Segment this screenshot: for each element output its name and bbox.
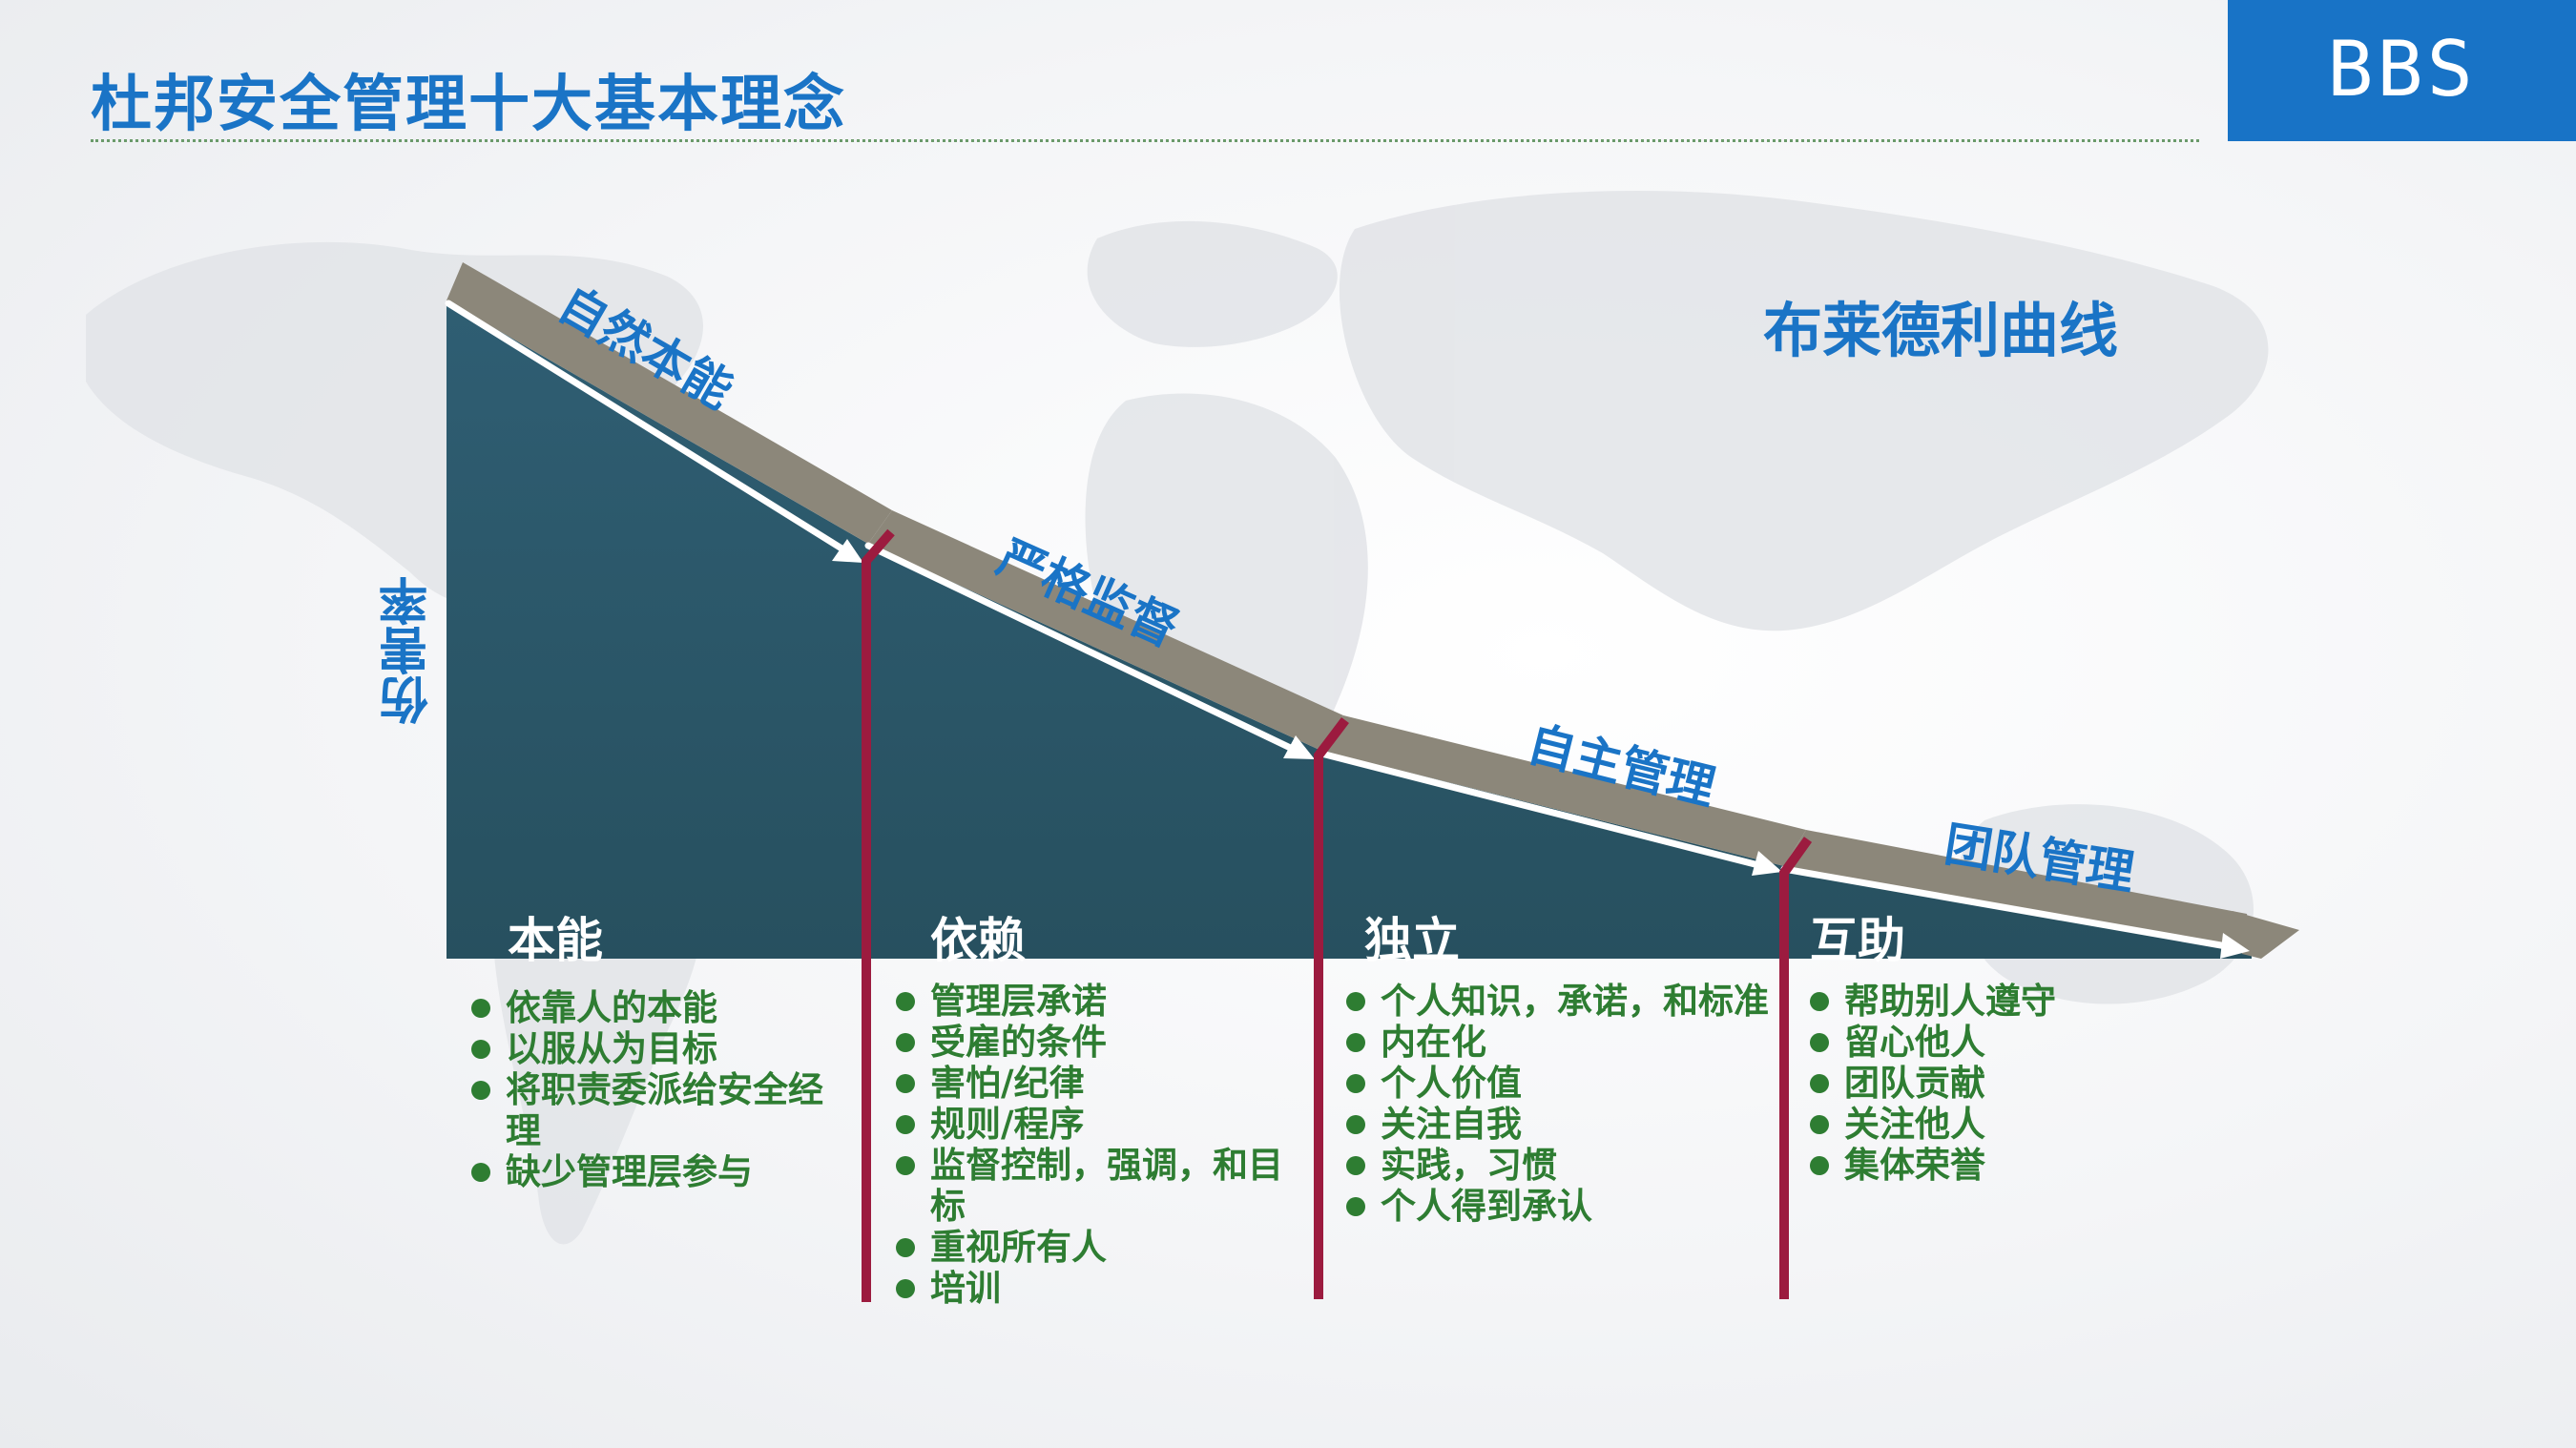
- brand-badge: BBS: [2228, 0, 2576, 141]
- list-item: 团队贡献: [1806, 1063, 2207, 1104]
- divider-3: [1779, 837, 1813, 1299]
- page-title: 杜邦安全管理十大基本理念: [91, 70, 846, 140]
- bullet-icon: [1346, 1197, 1365, 1216]
- stage-items-dependent: 管理层承诺 受雇的条件 害怕/纪律 规则/程序 监督控制，强调，和目标 重视所有…: [892, 981, 1302, 1309]
- list-item: 关注自我: [1342, 1104, 1781, 1145]
- bullet-icon: [471, 1040, 490, 1059]
- list-item: 重视所有人: [892, 1227, 1302, 1268]
- list-item: 依靠人的本能: [467, 987, 854, 1028]
- list-item: 帮助别人遵守: [1806, 981, 2207, 1022]
- bullet-icon: [1810, 1033, 1829, 1052]
- title-divider: [91, 139, 2199, 142]
- stage-dividers: [862, 528, 1813, 1302]
- bullet-icon: [896, 1156, 915, 1175]
- list-item: 将职责委派给安全经理: [467, 1069, 854, 1151]
- stage-items-interdependent: 帮助别人遵守 留心他人 团队贡献 关注他人 集体荣誉: [1806, 981, 2207, 1186]
- list-item: 缺少管理层参与: [467, 1151, 854, 1192]
- stage-items-independent: 个人知识，承诺，和标准 内在化 个人价值 关注自我 实践，习惯 个人得到承认: [1342, 981, 1781, 1227]
- injury-rate-area: [447, 300, 2252, 959]
- bullet-icon: [896, 1074, 915, 1093]
- bullet-icon: [1346, 1033, 1365, 1052]
- bullet-icon: [1810, 1115, 1829, 1134]
- list-item: 集体荣誉: [1806, 1145, 2207, 1186]
- stage-label-dependent: 依赖: [930, 913, 1026, 968]
- bullet-icon: [1810, 1156, 1829, 1175]
- bullet-icon: [471, 1163, 490, 1182]
- list-item: 培训: [892, 1268, 1302, 1309]
- bullet-icon: [1810, 1074, 1829, 1093]
- list-item: 留心他人: [1806, 1022, 2207, 1063]
- list-item: 管理层承诺: [892, 981, 1302, 1022]
- stage-label-independent: 独立: [1364, 913, 1460, 968]
- stage-label-interdependent: 互助: [1810, 913, 1905, 968]
- divider-1: [862, 528, 895, 1302]
- curve-white-arrows: [445, 300, 2250, 959]
- list-item: 监督控制，强调，和目标: [892, 1145, 1302, 1227]
- stage-label-instinct: 本能: [508, 913, 603, 968]
- bullet-icon: [1810, 992, 1829, 1011]
- list-item: 个人得到承认: [1342, 1186, 1781, 1227]
- bullet-icon: [896, 1115, 915, 1134]
- bullet-icon: [896, 1279, 915, 1298]
- bullet-icon: [896, 1033, 915, 1052]
- y-axis-label: 伤害率: [380, 576, 437, 725]
- list-item: 关注他人: [1806, 1104, 2207, 1145]
- bullet-icon: [896, 992, 915, 1011]
- bullet-icon: [1346, 1115, 1365, 1134]
- list-item: 受雇的条件: [892, 1022, 1302, 1063]
- curve-title: 布莱德利曲线: [1763, 296, 2119, 365]
- arrow-segment-1: [447, 262, 892, 544]
- bullet-icon: [471, 1081, 490, 1100]
- bullet-icon: [1346, 992, 1365, 1011]
- arrow-tip: [2233, 911, 2299, 959]
- bullet-icon: [1346, 1156, 1365, 1175]
- list-item: 个人知识，承诺，和标准: [1342, 981, 1781, 1022]
- brand-text: BBS: [2327, 25, 2477, 114]
- list-item: 规则/程序: [892, 1104, 1302, 1145]
- divider-2: [1314, 716, 1349, 1299]
- list-item: 实践，习惯: [1342, 1145, 1781, 1186]
- arrow-segment-4: [1784, 830, 2252, 954]
- list-item: 害怕/纪律: [892, 1063, 1302, 1104]
- bullet-icon: [896, 1238, 915, 1257]
- list-item: 以服从为目标: [467, 1028, 854, 1069]
- list-item: 内在化: [1342, 1022, 1781, 1063]
- arrow-segment-2: [868, 510, 1343, 751]
- bullet-icon: [1346, 1074, 1365, 1093]
- stage-items-instinct: 依靠人的本能 以服从为目标 将职责委派给安全经理 缺少管理层参与: [467, 987, 854, 1192]
- list-item: 个人价值: [1342, 1063, 1781, 1104]
- arrow-segment-3: [1321, 715, 1806, 866]
- bullet-icon: [471, 999, 490, 1018]
- curve-arrow-band: [447, 262, 2299, 959]
